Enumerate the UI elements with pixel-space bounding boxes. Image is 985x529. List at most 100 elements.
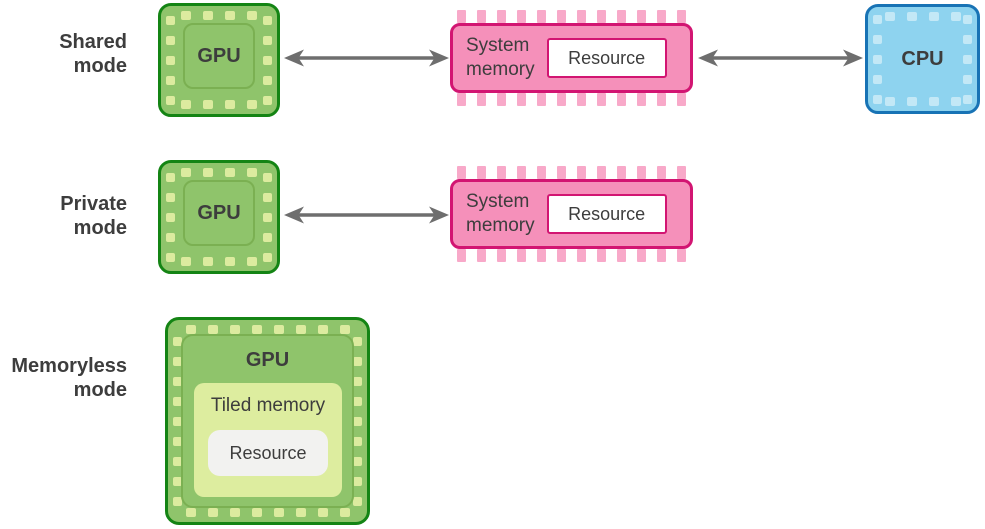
pin bbox=[173, 376, 182, 386]
pin bbox=[166, 15, 175, 25]
resource-label: Resource bbox=[568, 47, 646, 68]
system-memory-module: System memory Resource bbox=[450, 166, 693, 262]
pin bbox=[173, 356, 182, 366]
pin bbox=[657, 249, 666, 262]
pin bbox=[225, 257, 235, 266]
chip-pins-bottom bbox=[161, 100, 277, 109]
pin bbox=[339, 508, 350, 517]
gpu-chip: GPU bbox=[158, 3, 280, 117]
resource-label: Resource bbox=[229, 442, 307, 463]
pin bbox=[353, 496, 362, 506]
pin bbox=[295, 325, 306, 334]
pin bbox=[173, 456, 182, 466]
pin bbox=[173, 396, 182, 406]
pin bbox=[173, 436, 182, 446]
pin bbox=[517, 166, 526, 179]
gpu-label: GPU bbox=[197, 44, 241, 67]
pin bbox=[884, 97, 895, 106]
resource-box: Resource bbox=[546, 194, 667, 234]
pin bbox=[225, 100, 235, 109]
pin bbox=[203, 168, 213, 177]
pin bbox=[247, 257, 257, 266]
pin bbox=[517, 249, 526, 262]
pin bbox=[873, 54, 882, 64]
gpu-chip: GPU bbox=[158, 160, 280, 274]
tiled-memory-label: Tiled memory bbox=[210, 395, 326, 416]
gpu-die: GPU bbox=[183, 23, 255, 89]
pin bbox=[166, 75, 175, 85]
pin bbox=[166, 35, 175, 45]
pin bbox=[225, 168, 235, 177]
pin bbox=[353, 456, 362, 466]
pin bbox=[203, 257, 213, 266]
pin bbox=[263, 95, 272, 105]
pin bbox=[928, 12, 939, 21]
system-memory-label: System memory bbox=[466, 35, 535, 80]
pin bbox=[557, 249, 566, 262]
pin bbox=[166, 212, 175, 222]
chip-pins-top bbox=[161, 11, 277, 20]
pin bbox=[537, 249, 546, 262]
pin bbox=[657, 166, 666, 179]
pin bbox=[181, 168, 191, 177]
chip-pins-right bbox=[963, 7, 972, 111]
pin bbox=[166, 192, 175, 202]
pin bbox=[497, 93, 506, 106]
gpu-label: GPU bbox=[245, 349, 290, 371]
pin bbox=[963, 14, 972, 24]
pin bbox=[263, 75, 272, 85]
pin bbox=[203, 11, 213, 20]
resource-box: Resource bbox=[546, 38, 667, 78]
pin bbox=[537, 166, 546, 179]
gpu-die: GPU bbox=[183, 180, 255, 246]
resource-label: Resource bbox=[568, 203, 646, 224]
pin bbox=[247, 11, 257, 20]
chip-pins-left bbox=[173, 320, 182, 522]
pin bbox=[251, 508, 262, 517]
chip-pins-left bbox=[166, 6, 175, 114]
pin bbox=[497, 10, 506, 23]
pin bbox=[251, 325, 262, 334]
chip-pins-bottom bbox=[168, 508, 367, 517]
pin bbox=[557, 10, 566, 23]
pin bbox=[247, 100, 257, 109]
pin bbox=[577, 93, 586, 106]
gpu-die: GPU Tiled memory Resource bbox=[181, 334, 354, 508]
pin bbox=[185, 508, 196, 517]
pin bbox=[457, 93, 466, 106]
memory-pins-top bbox=[450, 166, 693, 179]
pin bbox=[317, 325, 328, 334]
pin bbox=[517, 10, 526, 23]
pin bbox=[263, 55, 272, 65]
system-memory-body: System memory Resource bbox=[450, 23, 693, 93]
gpu-chip-large: GPU Tiled memory Resource bbox=[165, 317, 370, 525]
pin bbox=[317, 508, 328, 517]
pin bbox=[166, 172, 175, 182]
pin bbox=[339, 325, 350, 334]
pin bbox=[353, 356, 362, 366]
pin bbox=[225, 11, 235, 20]
pin bbox=[637, 93, 646, 106]
pin bbox=[577, 10, 586, 23]
pin bbox=[906, 97, 917, 106]
pin bbox=[207, 508, 218, 517]
system-memory-module: System memory Resource bbox=[450, 10, 693, 106]
pin bbox=[263, 35, 272, 45]
pin bbox=[906, 12, 917, 21]
pin bbox=[263, 172, 272, 182]
pin bbox=[557, 166, 566, 179]
pin bbox=[950, 12, 961, 21]
chip-pins-left bbox=[166, 163, 175, 271]
pin bbox=[477, 93, 486, 106]
pin bbox=[295, 508, 306, 517]
pin bbox=[247, 168, 257, 177]
system-memory-body: System memory Resource bbox=[450, 179, 693, 249]
pin bbox=[273, 508, 284, 517]
chip-pins-right bbox=[263, 6, 272, 114]
pin bbox=[353, 396, 362, 406]
pin bbox=[173, 416, 182, 426]
mode-label-private: Private mode bbox=[60, 193, 127, 239]
pin bbox=[173, 476, 182, 486]
pin bbox=[263, 15, 272, 25]
memory-pins-top bbox=[450, 10, 693, 23]
